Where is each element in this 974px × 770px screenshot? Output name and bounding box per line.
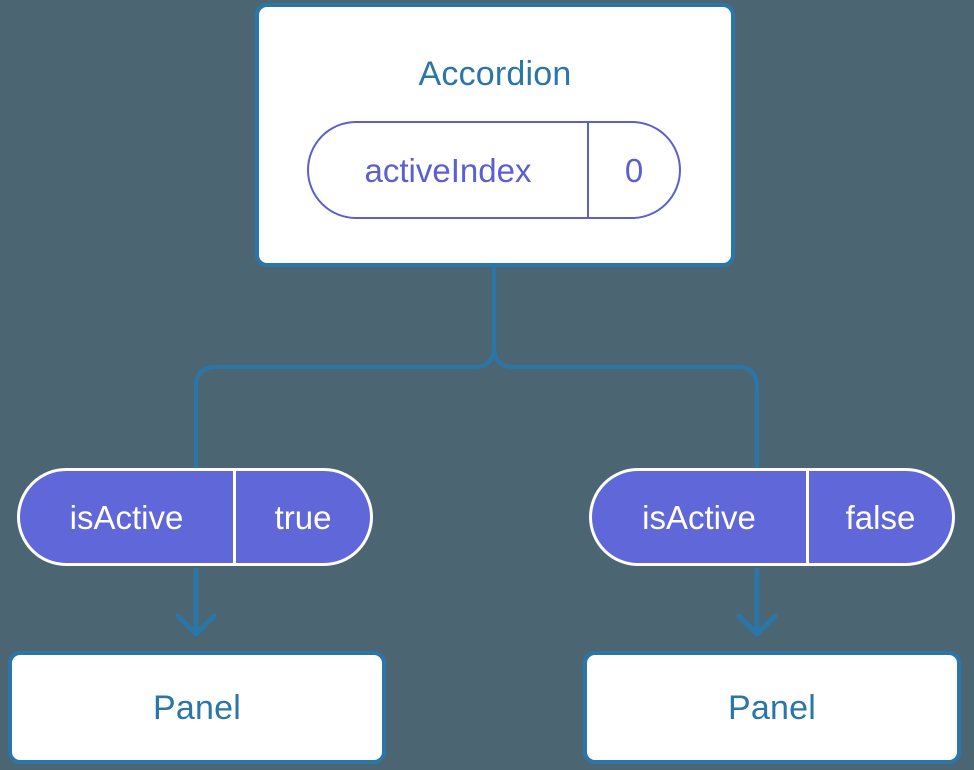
prop-pill-value: false xyxy=(845,498,916,536)
component-title-accordion: Accordion xyxy=(418,55,572,93)
prop-pill-key: isActive xyxy=(20,471,236,563)
component-title-panel-left: Panel xyxy=(153,688,241,727)
state-pill-key: activeIndex xyxy=(309,123,589,217)
state-pill-value: 0 xyxy=(624,151,644,189)
prop-pill-isactive-false[interactable]: isActive false xyxy=(589,468,955,566)
connector-tree-path-right xyxy=(492,265,759,470)
state-pill-activeindex[interactable]: activeIndex 0 xyxy=(307,121,681,219)
prop-pill-isactive-true[interactable]: isActive true xyxy=(17,468,373,566)
prop-pill-key: isActive xyxy=(592,471,809,563)
connector-tree-path xyxy=(194,265,496,470)
prop-pill-value: true xyxy=(274,498,332,536)
component-box-panel-right[interactable]: Panel xyxy=(583,651,961,764)
arrow-down-right xyxy=(736,567,778,637)
arrow-down-left xyxy=(175,567,217,637)
component-title-panel-right: Panel xyxy=(728,688,816,727)
component-box-panel-left[interactable]: Panel xyxy=(8,651,386,764)
